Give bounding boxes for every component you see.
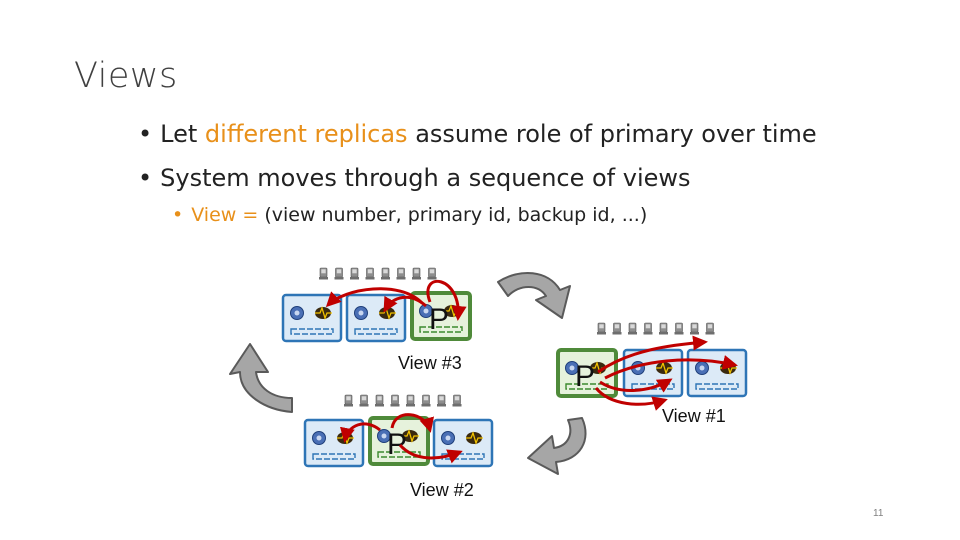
client-icon [427, 267, 437, 280]
sub-bullet-dot: • [172, 204, 184, 226]
client-icon [381, 267, 390, 280]
log-strip [419, 326, 463, 333]
view-2-server-3 [432, 418, 494, 468]
sub-bullet-highlight: View = [191, 204, 265, 226]
client-icon [659, 322, 668, 335]
replication-arrow-icon [426, 279, 467, 321]
client-row [319, 267, 437, 280]
view-2-caption: View #2 [410, 480, 474, 500]
replication-arrow-icon [340, 422, 381, 443]
view-2-server-2: P [368, 416, 430, 466]
view-1-server-3 [686, 348, 748, 398]
bullet-1-highlight: different replicas [204, 120, 408, 148]
server-icon [631, 361, 673, 375]
server-icon [377, 429, 419, 443]
replication-arrow-icon [599, 378, 673, 393]
primary-marker: P [575, 360, 595, 393]
client-icon [412, 267, 421, 280]
page-number: 11 [873, 508, 884, 519]
client-icon [437, 394, 446, 407]
client-icon [674, 322, 684, 335]
sub-bullet-text: (view number, primary id, backup id, ...… [264, 204, 648, 226]
bullet-2-text: System moves through a sequence of views [160, 164, 691, 192]
replication-arrow-icon [398, 443, 463, 464]
client-icon [334, 267, 344, 280]
replication-arrow-icon [604, 355, 738, 380]
bullet-dot: • [138, 164, 153, 192]
client-icon [344, 394, 353, 407]
client-icon [319, 267, 328, 280]
client-row [597, 322, 715, 335]
bullet-2: •System moves through a sequence of view… [138, 164, 691, 192]
client-icon [421, 394, 431, 407]
replication-arrow-icon [594, 386, 668, 411]
client-icon [643, 322, 653, 335]
primary-marker: P [387, 428, 407, 461]
replication-arrow-icon [390, 413, 434, 433]
cycle-arrow-icon [527, 417, 587, 475]
cycle-arrow-icon [229, 343, 293, 413]
log-strip [377, 451, 421, 458]
client-icon [690, 322, 699, 335]
sub-bullet: • View = (view number, primary id, backup… [172, 204, 647, 226]
log-strip [312, 453, 356, 460]
log-strip [631, 383, 675, 390]
client-icon [350, 267, 359, 280]
client-row [344, 394, 462, 407]
bullet-dot: • [138, 120, 153, 148]
server-icon [290, 306, 332, 320]
bullet-1-prefix: Let [160, 120, 205, 148]
client-icon [365, 267, 375, 280]
log-strip [695, 383, 739, 390]
log-strip [290, 328, 334, 335]
client-icon [452, 394, 462, 407]
client-icon [390, 394, 400, 407]
slide-title: Views [74, 56, 178, 96]
bullet-1: •Let different replicas assume role of p… [138, 120, 817, 148]
cycle-arrow-icon [497, 271, 571, 319]
replication-arrow-icon [383, 295, 427, 313]
client-icon [359, 394, 369, 407]
client-icon [597, 322, 606, 335]
bullet-1-suffix: assume role of primary over time [407, 120, 817, 148]
view-3-caption: View #3 [398, 353, 462, 373]
log-strip [354, 328, 398, 335]
client-icon [628, 322, 637, 335]
client-icon [406, 394, 415, 407]
view-3-server-2 [345, 293, 407, 343]
client-icon [612, 322, 622, 335]
primary-marker: P [429, 303, 449, 336]
client-icon [396, 267, 406, 280]
client-icon [705, 322, 715, 335]
replication-arrow-icon [597, 335, 708, 374]
server-icon [441, 431, 483, 445]
view-1-caption: View #1 [662, 406, 726, 426]
replication-arrow-icon [325, 287, 424, 308]
view-1-server-1: P [556, 348, 618, 398]
client-icon [375, 394, 384, 407]
